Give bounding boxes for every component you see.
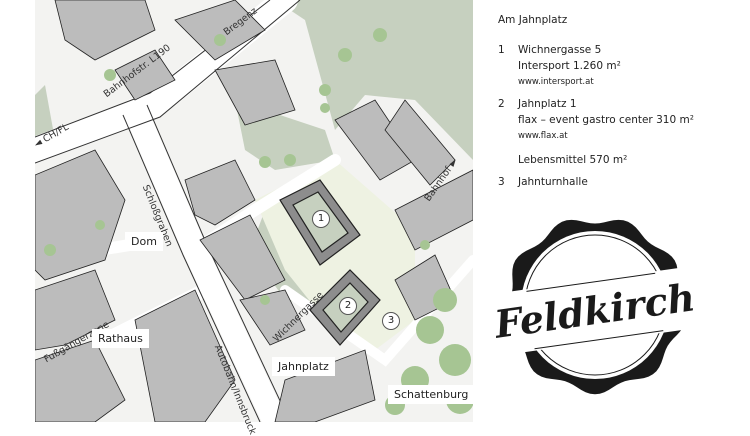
map-label-jahnplatz: Jahnplatz [272, 357, 335, 376]
entry-number: 3 [498, 176, 505, 188]
entry-address: Wichnergasse 5 [518, 44, 602, 56]
entry-detail: Intersport 1.260 m² [518, 60, 621, 72]
entry-2: 2 Jahnplatz 1 flax – event gastro center… [498, 96, 694, 168]
marker-1[interactable]: 1 [312, 210, 330, 228]
entry-3: 3 Jahnturnhalle [498, 174, 694, 190]
info-title: Am Jahnplatz [498, 14, 568, 26]
entry-detail: Lebensmittel 570 m² [518, 154, 628, 166]
entry-link[interactable]: www.flax.at [518, 131, 568, 141]
map-label-schattenburg: Schattenburg [388, 385, 475, 404]
map-label-rathaus: Rathaus [92, 329, 149, 348]
entry-detail: flax – event gastro center 310 m² [518, 114, 694, 126]
map-label-dom: Dom [125, 232, 163, 251]
map-drawing [22, 0, 478, 434]
marker-2[interactable]: 2 [339, 297, 357, 315]
city-map: Bahnhofstr. L190 Bregenz ◄ CH/FL Schloßg… [22, 0, 478, 436]
marker-3[interactable]: 3 [382, 312, 400, 330]
entry-address: Jahnturnhalle [518, 176, 588, 188]
park-area [275, 0, 473, 160]
entry-link[interactable]: www.intersport.at [518, 77, 594, 87]
entry-address: Jahnplatz 1 [518, 98, 577, 110]
info-panel: Am Jahnplatz 1 Wichnergasse 5 Intersport… [498, 12, 694, 190]
entry-number: 1 [498, 44, 505, 56]
entry-1: 1 Wichnergasse 5 Intersport 1.260 m² www… [498, 42, 694, 90]
entry-number: 2 [498, 98, 505, 110]
feldkirch-logo: Feldkirch [486, 200, 704, 400]
